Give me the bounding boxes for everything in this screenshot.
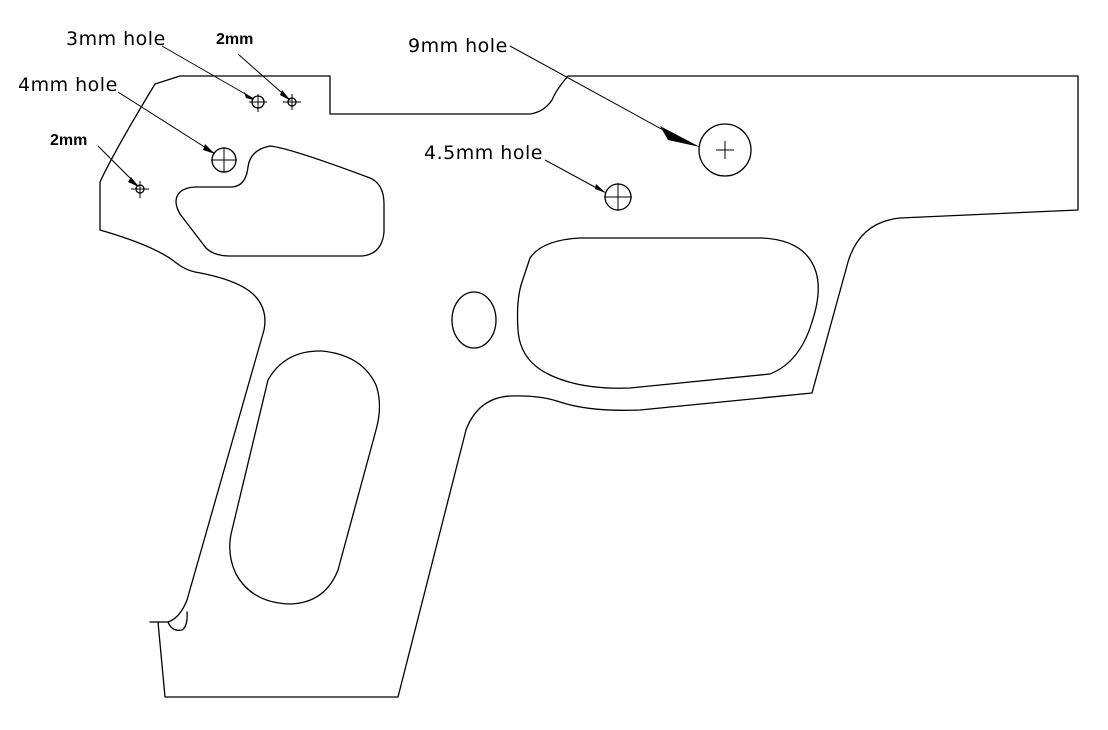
leader-lines	[97, 45, 700, 193]
arrowhead-4-5mm	[595, 184, 606, 193]
hole-2mm-left	[131, 181, 149, 198]
arrowhead-2mm-top	[280, 90, 291, 101]
label-2mm-left: 2mm	[50, 132, 87, 149]
hole-9mm	[698, 123, 752, 177]
frame-outline	[99, 75, 1079, 698]
label-9mm-hole: 9mm hole	[408, 35, 508, 57]
label-3mm-hole: 3mm hole	[66, 28, 166, 50]
bottom-relief-notch	[167, 611, 188, 631]
arrowhead-3mm	[244, 92, 254, 100]
hole-3mm	[249, 94, 267, 112]
label-2mm-top: 2mm	[216, 31, 253, 48]
arrowhead-9mm	[660, 126, 700, 147]
leader-9mm	[509, 45, 666, 132]
leader-4mm	[117, 91, 215, 154]
arrowhead-2mm-left	[128, 177, 139, 187]
leader-4-5mm	[544, 159, 605, 193]
trigger-window	[516, 237, 819, 389]
hole-4-5mm	[604, 183, 632, 211]
label-4mm-hole: 4mm hole	[18, 74, 118, 96]
leader-3mm	[161, 45, 255, 100]
upper-left-pocket	[175, 145, 385, 257]
arrowhead-4mm	[203, 144, 215, 154]
hole-2mm-top	[283, 94, 301, 110]
grip-slot	[229, 350, 381, 605]
small-oval-hole	[451, 291, 497, 349]
label-4-5mm-hole: 4.5mm hole	[424, 142, 543, 164]
hole-4mm	[211, 147, 237, 173]
